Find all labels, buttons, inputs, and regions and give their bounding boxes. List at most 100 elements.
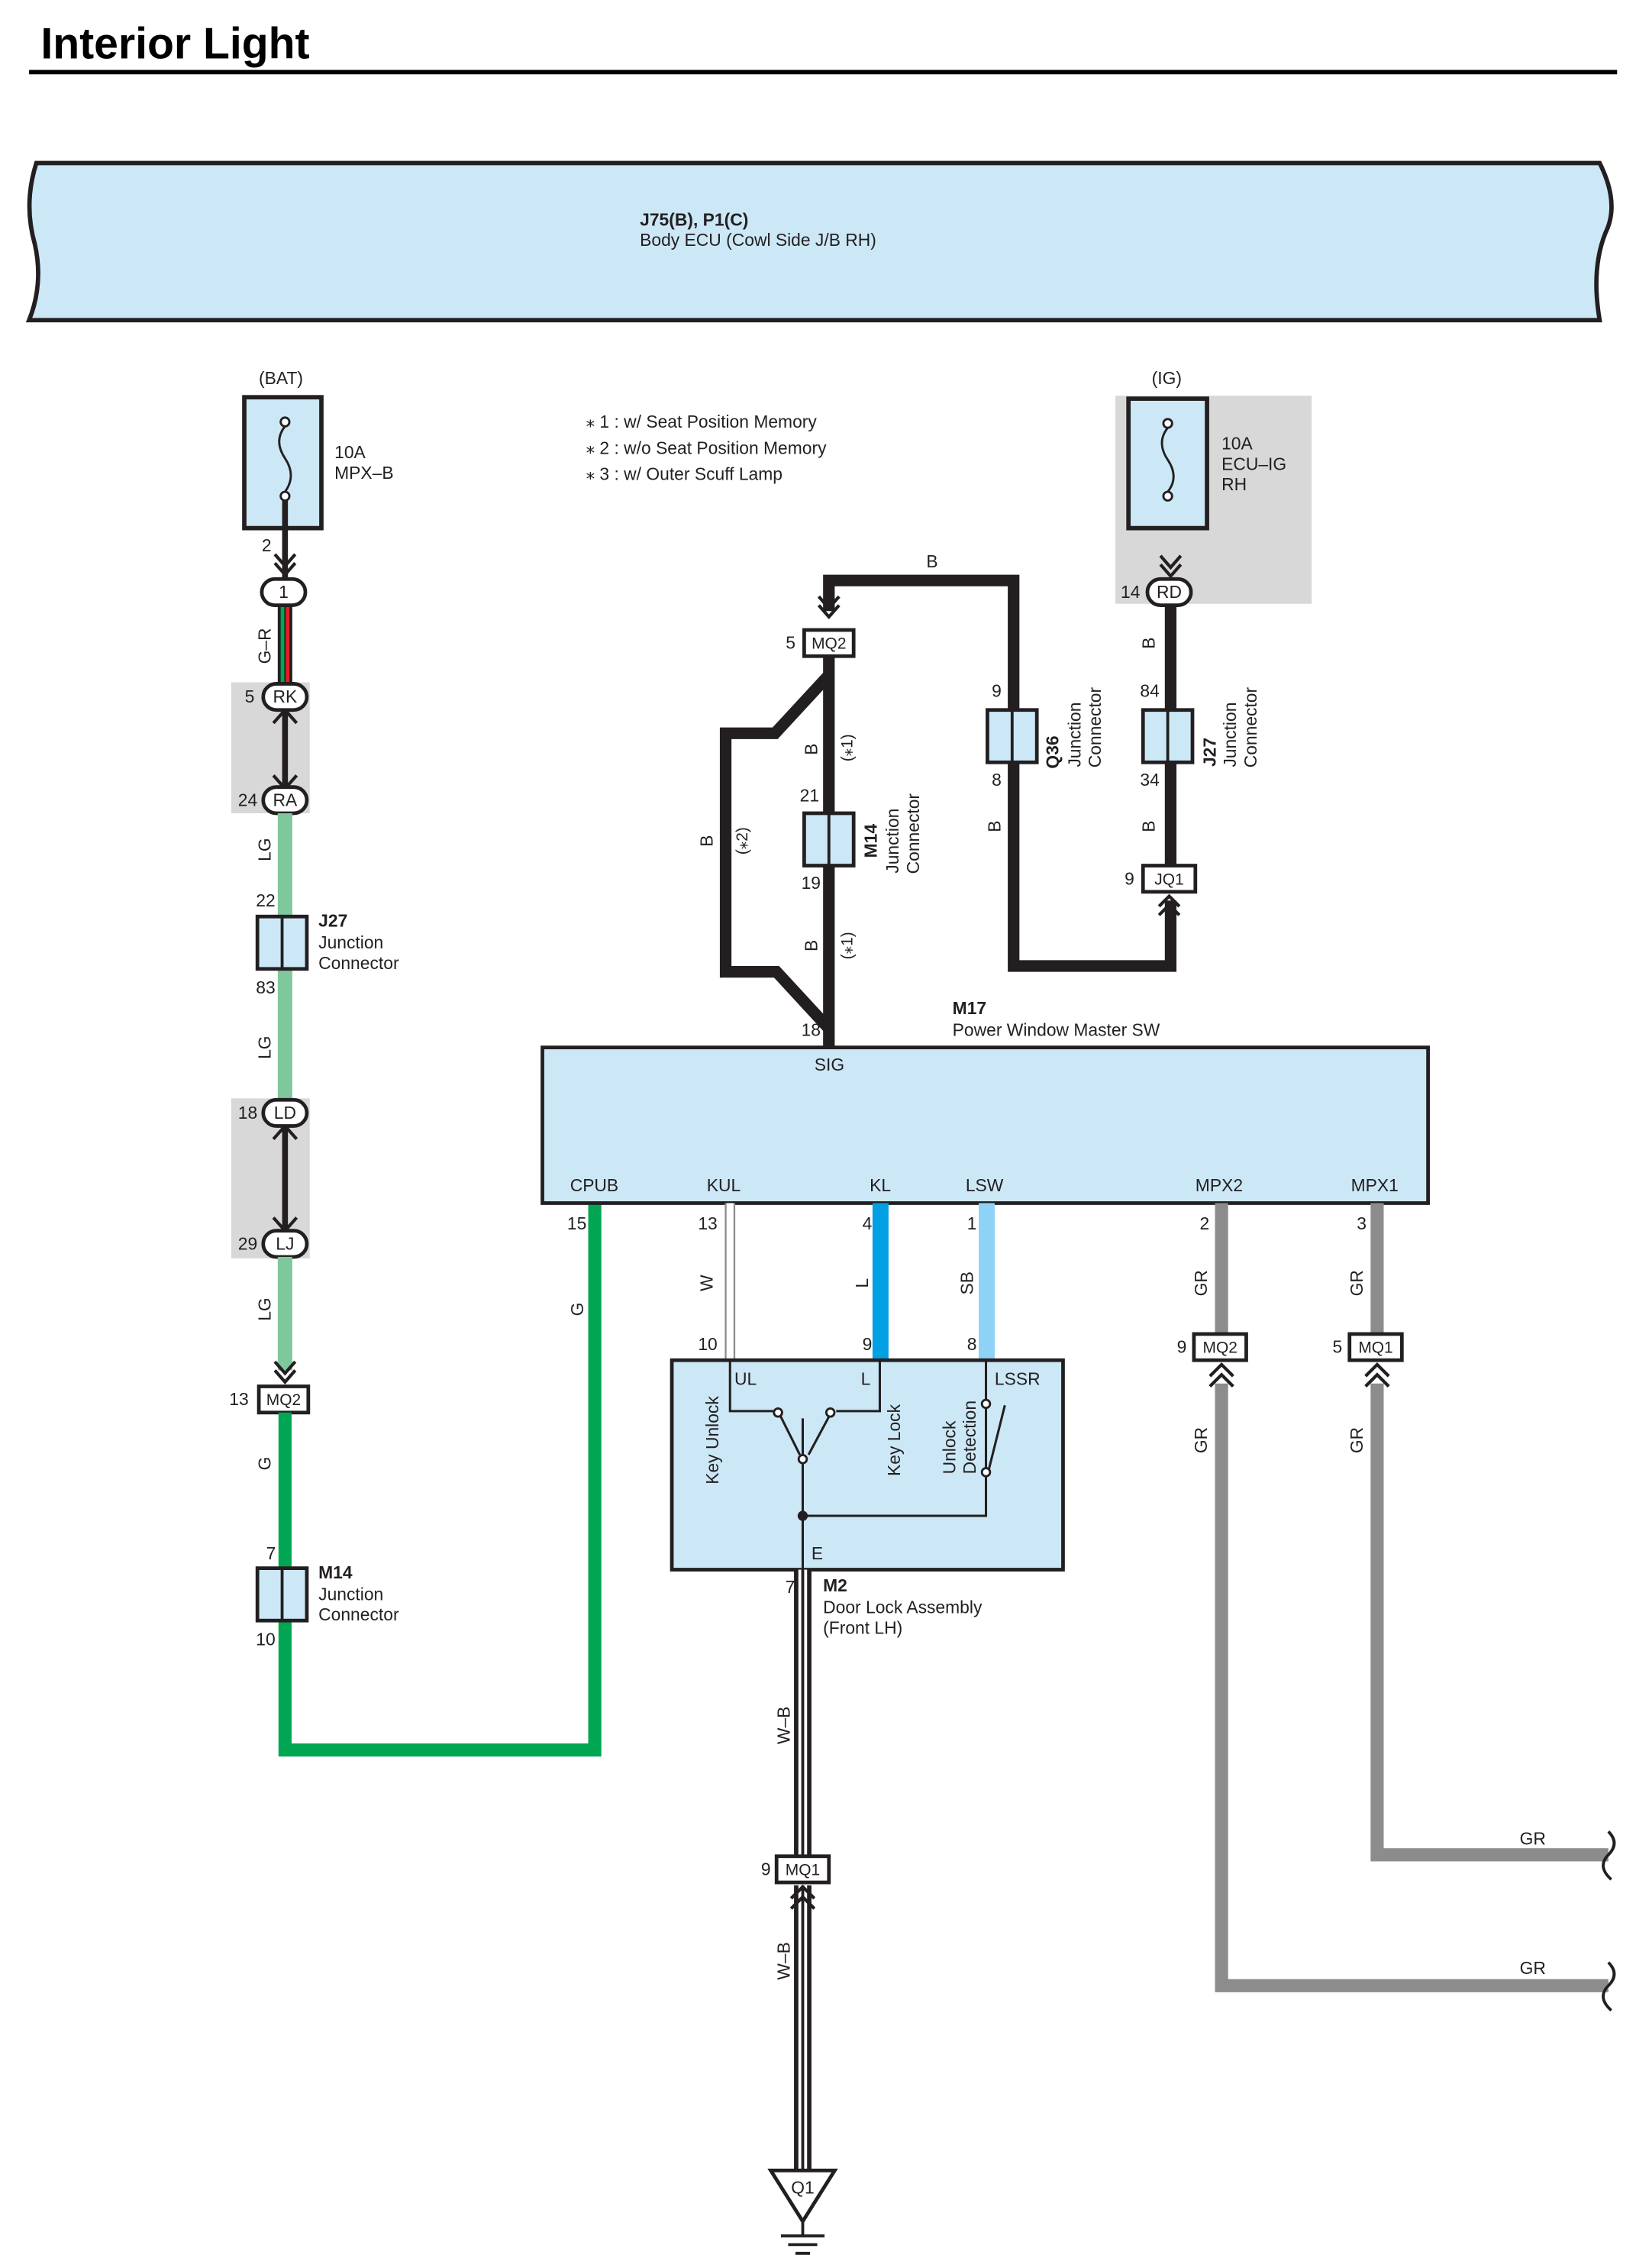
- connector-ra: RA: [261, 785, 309, 816]
- q36-l2: Connector: [1085, 687, 1105, 767]
- m2-name: Door Lock Assembly: [823, 1598, 983, 1617]
- rk-pin: 5: [245, 687, 255, 706]
- ecu-name: Body ECU (Cowl Side J/B RH): [640, 230, 876, 250]
- m14-left-l2: Connector: [318, 1604, 399, 1624]
- j27-right-pin-bot: 34: [1140, 770, 1160, 790]
- m2-term-ul: UL: [734, 1369, 757, 1389]
- mq2-left-pin: 13: [229, 1389, 248, 1409]
- svg-text:MQ2: MQ2: [266, 1391, 301, 1409]
- wire-label-gr-6: GR: [1520, 1958, 1546, 1978]
- note-2: ⁎ 2 : w/o Seat Position Memory: [586, 438, 827, 457]
- wire-w-kul: [724, 1203, 736, 1361]
- fuse-mpx-b-pin: 2: [262, 535, 272, 555]
- m17-term-lsw: LSW: [966, 1175, 1004, 1195]
- connector-lj: LJ: [261, 1229, 309, 1259]
- fuse-ecu-ig-rh: [1126, 396, 1209, 531]
- m17-term-mpx1: MPX1: [1351, 1175, 1399, 1195]
- wire-label-lg-2: LG: [254, 1035, 274, 1058]
- wire-label-sb: SB: [957, 1271, 976, 1294]
- wire-label-gr-3: GR: [1191, 1427, 1211, 1453]
- m2-pin-9: 9: [863, 1334, 873, 1354]
- fuse-mpx-b-name: MPX–B: [334, 463, 393, 483]
- label-key-unlock: Key Unlock: [702, 1396, 722, 1485]
- star2: (⁎2): [734, 827, 751, 855]
- svg-text:RK: RK: [273, 687, 297, 706]
- m14-mid-pin-bot: 19: [802, 873, 821, 893]
- lj-pin: 29: [238, 1233, 257, 1253]
- title-rule: [29, 69, 1618, 75]
- svg-text:JQ1: JQ1: [1154, 871, 1183, 888]
- wire-label-b-ig2: B: [1138, 820, 1158, 832]
- mq2-mid-pin: 5: [786, 633, 795, 653]
- bat-source: (BAT): [259, 368, 303, 388]
- m2-term-e: E: [812, 1543, 823, 1563]
- m17-term-mpx2: MPX2: [1196, 1175, 1243, 1195]
- m2-name2: (Front LH): [823, 1617, 902, 1637]
- m17-pin-3: 3: [1357, 1213, 1367, 1233]
- wire-g-cpub: [278, 1203, 602, 1757]
- connector-rk: RK: [261, 682, 309, 712]
- wire-ld-lj: [282, 1124, 289, 1233]
- svg-text:RA: RA: [273, 790, 297, 809]
- connector-1: 1: [260, 577, 308, 607]
- connector-arrow-mq1-ground: [789, 1884, 816, 1910]
- power-window-master-sw: [540, 1045, 1430, 1205]
- mq1-ground-pin: 9: [761, 1859, 771, 1879]
- wire-label-b-top: B: [926, 551, 937, 571]
- connector-ld: LD: [261, 1097, 309, 1128]
- junction-connector-j27-left: [255, 914, 309, 971]
- m17-pin-2: 2: [1200, 1213, 1210, 1233]
- m2-pin-10: 10: [698, 1334, 717, 1354]
- j27-right-pin-top: 84: [1140, 681, 1160, 701]
- m2-term-l: L: [861, 1369, 871, 1389]
- m17-name: Power Window Master SW: [953, 1019, 1160, 1039]
- mq2-right-pin: 9: [1177, 1337, 1187, 1357]
- star1-lower: (⁎1): [838, 932, 856, 959]
- j27-left-pin-top: 22: [256, 890, 275, 910]
- wire-label-w-b-2: W–B: [773, 1942, 793, 1980]
- wire-label-g-cpub: G: [567, 1303, 587, 1317]
- m14-left-l1: Junction: [318, 1585, 383, 1604]
- wire-rk-ra: [282, 708, 289, 790]
- wire-gr-mpx1: [1370, 1203, 1609, 1862]
- m14-mid-pin-top: 21: [800, 786, 819, 806]
- m14-mid-code: M14: [861, 824, 881, 858]
- m17-sig: SIG: [815, 1055, 844, 1074]
- wire-label-b-q36: B: [985, 820, 1005, 832]
- junction-connector-q36: [986, 708, 1039, 764]
- wire-label-lg-1: LG: [254, 838, 274, 861]
- star1-upper: (⁎1): [838, 734, 856, 761]
- j27-right-l1: Junction: [1220, 703, 1240, 767]
- junction-connector-m14-left: [255, 1566, 309, 1623]
- svg-text:MQ2: MQ2: [1203, 1339, 1237, 1357]
- junction-connector-j27-right: [1141, 708, 1195, 764]
- label-key-lock: Key Lock: [884, 1404, 904, 1476]
- svg-text:MQ1: MQ1: [1358, 1339, 1392, 1357]
- j27-right-l2: Connector: [1241, 687, 1260, 767]
- wire-label-b-ig1: B: [1138, 637, 1158, 648]
- q36-pin-top: 9: [992, 681, 1002, 701]
- connector-arrow-jq1: [1157, 893, 1181, 916]
- m17-pin-13: 13: [698, 1213, 717, 1233]
- m17-pin-18: 18: [802, 1019, 821, 1039]
- m17-term-kl: KL: [870, 1175, 891, 1195]
- svg-text:LD: LD: [274, 1103, 296, 1123]
- ra-pin: 24: [238, 790, 258, 809]
- wire-lg-lower: [277, 1256, 292, 1371]
- connector-mq2-left: MQ2: [257, 1384, 311, 1415]
- connector-rd: RD: [1145, 577, 1193, 607]
- label-detection: Detection: [960, 1401, 979, 1475]
- j27-left-l2: Connector: [318, 953, 399, 973]
- wire-label-gr-5: GR: [1520, 1829, 1546, 1849]
- m17-pin-15: 15: [567, 1213, 586, 1233]
- m17-pin-1: 1: [967, 1213, 977, 1233]
- switch-contacts: [773, 1398, 992, 1478]
- wire-sb-lsw: [978, 1203, 995, 1361]
- m2-pin-8: 8: [967, 1334, 977, 1354]
- body-ecu-banner: [25, 160, 1614, 323]
- rd-pin: 14: [1121, 582, 1141, 602]
- page-title: Interior Light: [40, 19, 309, 68]
- wire-g-r: [277, 605, 292, 684]
- wire-label-g-left: G: [254, 1457, 274, 1471]
- junction-connector-m14-mid: [802, 811, 856, 867]
